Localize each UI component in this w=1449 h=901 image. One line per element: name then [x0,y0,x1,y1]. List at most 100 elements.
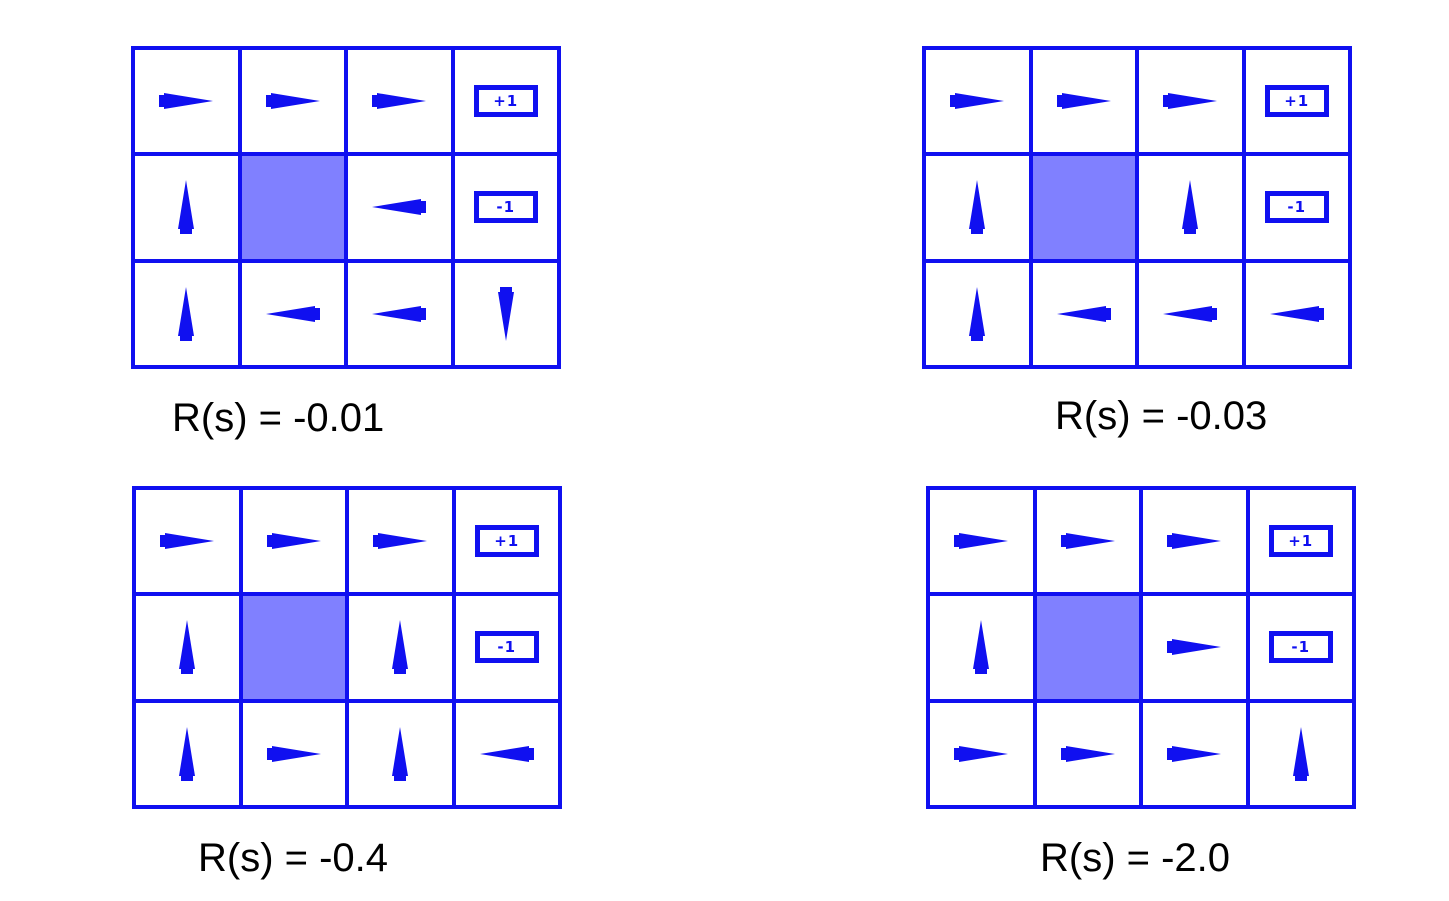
policy-cell [241,50,344,153]
policy-cell [930,596,1033,699]
wall-cell [241,156,344,259]
right-arrow-icon [1159,506,1229,576]
terminal-cell: -1 [454,156,557,259]
policy-cell [135,262,238,365]
policy-grid-3: +1 -1 [132,486,562,809]
policy-cell [136,596,239,699]
reward-caption-4: R(s) = -2.0 [1040,836,1231,880]
minus-one-terminal: -1 [1268,631,1333,664]
minus-one-terminal: -1 [1264,191,1329,224]
terminal-cell: +1 [1245,50,1348,153]
right-arrow-icon [1053,506,1123,576]
left-arrow-icon [1155,279,1225,349]
policy-cell [1036,702,1139,805]
right-arrow-icon [1159,719,1229,789]
terminal-cell: +1 [1249,490,1352,593]
policy-cell [926,156,1029,259]
policy-cell [1032,50,1135,153]
policy-cell [1143,596,1246,699]
right-arrow-icon [258,66,328,136]
policy-cell [1036,490,1139,593]
left-arrow-icon [1262,279,1332,349]
policy-cell [241,262,344,365]
up-arrow-icon [946,612,1016,682]
policy-cell [1032,262,1135,365]
wall-cell [242,596,345,699]
terminal-cell: -1 [1249,596,1352,699]
terminal-cell: +1 [455,490,558,593]
policy-cell [926,50,1029,153]
policy-cell [1249,702,1352,805]
up-arrow-icon [152,612,222,682]
up-arrow-icon [151,279,221,349]
policy-cell [348,156,451,259]
policy-cell [135,50,238,153]
plus-one-terminal: +1 [1264,85,1329,118]
policy-grid-4: +1 -1 [926,486,1356,809]
policy-grid-1: +1 -1 [131,46,561,369]
plus-one-terminal: +1 [474,525,539,558]
right-arrow-icon [151,66,221,136]
right-arrow-icon [946,719,1016,789]
reward-caption-3: R(s) = -0.4 [198,836,389,880]
reward-caption-1: R(s) = -0.01 [172,396,385,440]
up-arrow-icon [1266,719,1336,789]
up-arrow-icon [942,172,1012,242]
policy-cell [348,262,451,365]
policy-cell [926,262,1029,365]
right-arrow-icon [364,66,434,136]
plus-one-terminal: +1 [473,85,538,118]
down-arrow-icon [471,279,541,349]
up-arrow-icon [152,719,222,789]
policy-cell [136,490,239,593]
left-arrow-icon [258,279,328,349]
policy-cell [1139,262,1242,365]
right-arrow-icon [1053,719,1123,789]
up-arrow-icon [365,719,435,789]
right-arrow-icon [365,506,435,576]
left-arrow-icon [364,172,434,242]
policy-cell [136,702,239,805]
policy-cell [242,490,345,593]
policy-cell [1143,702,1246,805]
policy-cell [1143,490,1246,593]
policy-cell [1139,50,1242,153]
plus-one-terminal: +1 [1268,525,1333,558]
right-arrow-icon [1049,66,1119,136]
terminal-cell: -1 [1245,156,1348,259]
policy-cell [348,50,451,153]
terminal-cell: -1 [455,596,558,699]
left-arrow-icon [472,719,542,789]
policy-cell [349,490,452,593]
terminal-cell: +1 [454,50,557,153]
right-arrow-icon [259,719,329,789]
up-arrow-icon [1155,172,1225,242]
left-arrow-icon [364,279,434,349]
right-arrow-icon [1159,612,1229,682]
up-arrow-icon [151,172,221,242]
policy-cell [930,702,1033,805]
right-arrow-icon [946,506,1016,576]
wall-cell [1036,596,1139,699]
policy-cell [454,262,557,365]
left-arrow-icon [1049,279,1119,349]
policy-cell [1245,262,1348,365]
minus-one-terminal: -1 [474,631,539,664]
policy-grid-2: +1 -1 [922,46,1352,369]
right-arrow-icon [152,506,222,576]
policy-cell [135,156,238,259]
policy-cell [242,702,345,805]
right-arrow-icon [259,506,329,576]
policy-cell [349,702,452,805]
minus-one-terminal: -1 [473,191,538,224]
up-arrow-icon [365,612,435,682]
policy-cell [930,490,1033,593]
reward-caption-2: R(s) = -0.03 [1055,394,1268,438]
policy-cell [1139,156,1242,259]
right-arrow-icon [1155,66,1225,136]
wall-cell [1032,156,1135,259]
policy-cell [455,702,558,805]
policy-cell [349,596,452,699]
up-arrow-icon [942,279,1012,349]
right-arrow-icon [942,66,1012,136]
